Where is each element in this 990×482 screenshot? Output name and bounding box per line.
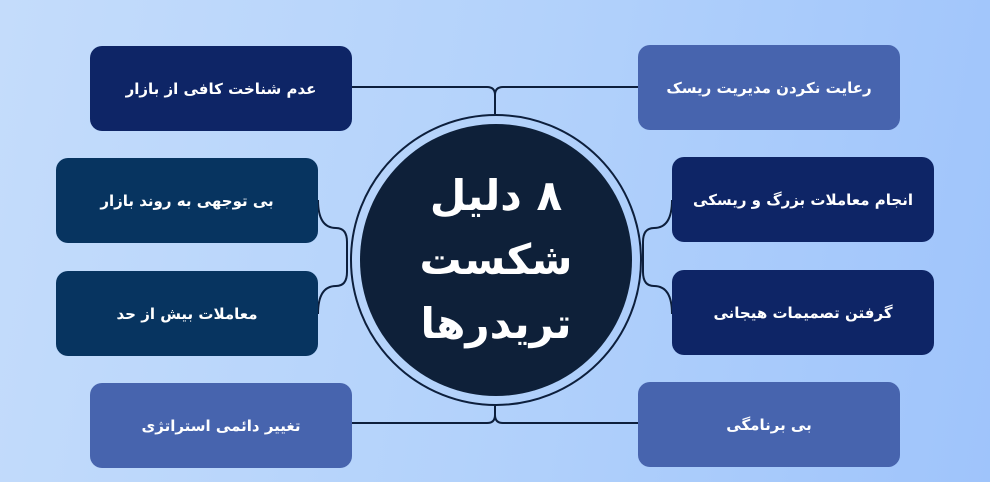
- center-title-line-3: تریدرها: [420, 299, 572, 348]
- reason-label: معاملات بیش از حد: [116, 304, 258, 323]
- center-title-line-2: شکست: [419, 235, 573, 284]
- reason-box-market-knowledge: عدم شناخت کافی از بازار: [90, 46, 352, 131]
- reason-box-emotional-decisions: گرفتن تصمیمات هیجانی: [672, 270, 934, 355]
- reason-label: تغییر دائمی استراتژی: [141, 416, 301, 435]
- reason-label: بی توجهی به روند بازار: [100, 191, 274, 210]
- reason-label: عدم شناخت کافی از بازار: [125, 79, 317, 98]
- reason-label: رعایت نکردن مدیریت ریسک: [666, 78, 872, 97]
- reason-box-market-trend: بی توجهی به روند بازار: [56, 158, 318, 243]
- reason-box-risk-management: رعایت نکردن مدیریت ریسک: [638, 45, 900, 130]
- reason-box-overtrading: معاملات بیش از حد: [56, 271, 318, 356]
- reason-box-big-risky-trades: انجام معاملات بزرگ و ریسکی: [672, 157, 934, 242]
- reason-label: انجام معاملات بزرگ و ریسکی: [693, 190, 913, 209]
- reason-label: بی برنامگی: [726, 415, 812, 434]
- reason-box-strategy-change: تغییر دائمی استراتژی: [90, 383, 352, 468]
- center-circle: ۸ دلیل شکست تریدرها: [360, 124, 632, 396]
- center-circle-ring: [350, 114, 642, 406]
- center-title-line-1: ۸ دلیل: [429, 171, 563, 220]
- reason-label: گرفتن تصمیمات هیجانی: [713, 303, 893, 322]
- reason-box-no-plan: بی برنامگی: [638, 382, 900, 467]
